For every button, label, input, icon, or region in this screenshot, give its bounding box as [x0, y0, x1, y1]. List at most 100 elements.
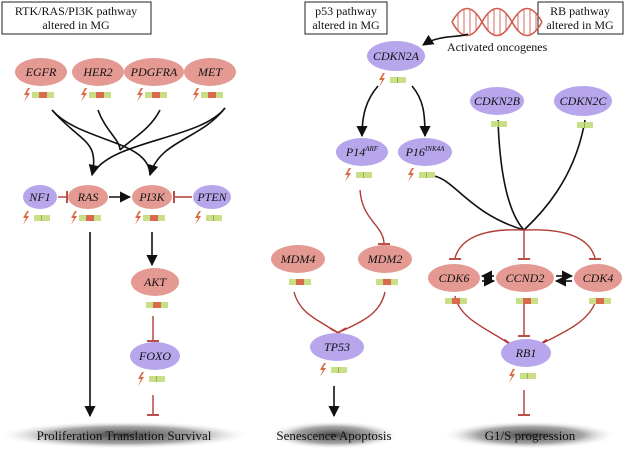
bar-seg-divider — [213, 215, 214, 221]
bar-seg-red — [153, 302, 161, 308]
node-label: CDK4 — [583, 271, 614, 285]
node-ellipse — [554, 86, 612, 116]
node-ellipse — [15, 58, 67, 86]
node-label: FOXO — [138, 349, 171, 363]
mutation-lightning-icon — [138, 372, 144, 386]
node-ellipse — [23, 185, 57, 209]
bar-seg-red — [208, 92, 216, 98]
node-label: EGFR — [25, 65, 57, 79]
mutation-lightning-icon — [137, 88, 143, 102]
outcome-label: G1/S progression — [485, 428, 576, 443]
bar-seg-red — [523, 298, 531, 304]
bar-seg-red — [150, 215, 158, 221]
node-cdkn2b: CDKN2B — [470, 87, 524, 127]
activated-oncogenes-label: Activated oncogenes — [447, 40, 548, 54]
edge-p16-to-hub — [433, 175, 525, 231]
bar-seg-red — [452, 298, 460, 304]
mutation-lightning-icon — [195, 211, 201, 225]
node-ellipse — [72, 58, 124, 86]
bar-seg-green — [499, 121, 507, 127]
bar-seg-red — [96, 92, 104, 98]
node-label: RAS — [77, 190, 99, 204]
bar-seg-green — [589, 298, 596, 304]
bar-seg-green — [79, 215, 86, 221]
node-cdk6: CDK6 — [428, 264, 480, 304]
edge-cdkn2b-to-hub — [497, 119, 525, 231]
node-ellipse — [358, 245, 412, 273]
bar-seg-green — [531, 298, 538, 304]
node-ellipse — [496, 264, 554, 292]
node-pi3k: PI3K — [132, 185, 172, 225]
bar-seg-green — [157, 376, 165, 382]
node-ellipse — [131, 268, 179, 296]
rb-pathway-box: RB pathway altered in MG — [537, 1, 624, 35]
node-ccnd2: CCND2 — [496, 264, 554, 304]
rb-pathway-line1: RB pathway — [550, 4, 610, 18]
bar-seg-divider — [397, 77, 398, 83]
mutation-lightning-icon — [408, 168, 414, 182]
node-mdm4: MDM4 — [271, 245, 325, 285]
edge-hub-inhibits-cdk6 — [454, 229, 525, 259]
bar-seg-red — [86, 215, 94, 221]
edge-egfr-branch — [51, 109, 151, 176]
node-ellipse — [130, 342, 180, 370]
edge-cdkn2a-to-p14 — [356, 85, 379, 138]
bar-seg-divider — [338, 367, 339, 373]
bar-seg-red — [296, 279, 304, 285]
node-ellipse — [68, 185, 108, 209]
node-cdk4: CDK4 — [574, 264, 622, 304]
bar-seg-green — [331, 367, 338, 373]
bar-seg-green — [216, 92, 223, 98]
outcome-shadow — [0, 421, 252, 449]
edge-rtk-to-pi3k — [147, 107, 226, 177]
bar-seg-divider — [527, 373, 528, 379]
bar-seg-green — [419, 172, 426, 178]
bar-seg-green — [445, 298, 452, 304]
node-label: RB1 — [515, 346, 537, 360]
outcome-shadow — [268, 421, 400, 449]
bar-seg-green — [161, 302, 168, 308]
node-ellipse — [124, 58, 184, 86]
node-label: TP53 — [324, 340, 350, 354]
bar-seg-green — [206, 215, 213, 221]
mutation-lightning-icon — [345, 168, 351, 182]
node-ellipse — [470, 87, 524, 115]
bar-seg-green — [160, 92, 167, 98]
node-foxo: FOXO — [130, 342, 180, 386]
node-ellipse — [367, 41, 425, 71]
edges-layer — [51, 33, 601, 418]
node-label: CCND2 — [506, 271, 545, 285]
bar-seg-green — [158, 215, 165, 221]
node-ellipse — [398, 138, 452, 166]
edge-cdk4-inhibits-rb1 — [542, 299, 597, 344]
mutation-lightning-icon — [320, 363, 326, 377]
bar-seg-green — [34, 215, 41, 221]
node-cdkn2a: CDKN2A — [367, 41, 425, 87]
bar-seg-green — [528, 373, 536, 379]
node-tp53: TP53 — [310, 333, 364, 377]
node-label: PDGFRA — [130, 65, 178, 79]
outcome-senes: Senescence Apoptosis — [268, 421, 400, 449]
bar-seg-divider — [426, 172, 427, 178]
bar-seg-green — [47, 92, 54, 98]
node-label: PI3K — [138, 190, 165, 204]
node-ellipse — [193, 185, 231, 209]
bar-seg-divider — [498, 121, 499, 127]
bar-seg-green — [289, 279, 296, 285]
bar-seg-green — [42, 215, 50, 221]
bar-seg-green — [390, 77, 397, 83]
edge-p14-inhibits-mdm2 — [359, 189, 385, 244]
edge-hub-inhibits-cdk4 — [523, 229, 596, 259]
bar-seg-divider — [363, 172, 364, 178]
node-ellipse — [132, 185, 172, 209]
bar-seg-green — [201, 92, 208, 98]
node-rb1: RB1 — [501, 339, 551, 383]
node-label: MET — [197, 65, 223, 79]
bar-seg-green — [214, 215, 222, 221]
node-label: HER2 — [82, 65, 112, 79]
mutation-lightning-icon — [379, 73, 385, 87]
mutation-lightning-icon — [24, 88, 30, 102]
